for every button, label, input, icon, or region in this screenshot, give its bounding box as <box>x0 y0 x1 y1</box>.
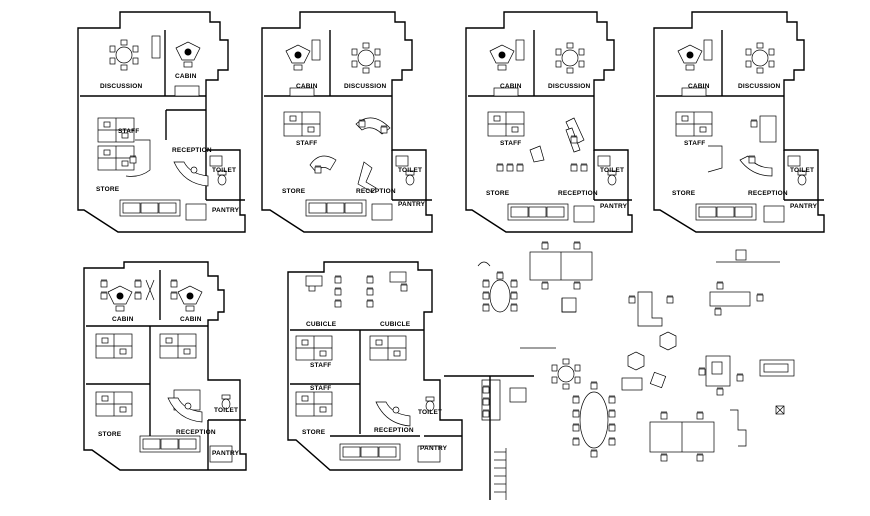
label-pantry: PANTRY <box>420 445 448 452</box>
manager-desk-block <box>698 355 795 396</box>
oval-table-block <box>477 261 518 313</box>
label-cabin: CABIN <box>175 73 197 80</box>
label-staff: STAFF <box>500 140 521 147</box>
label-store: STORE <box>486 190 510 197</box>
label-staff: STAFF <box>310 385 331 392</box>
label-cabin: CABIN <box>688 83 710 90</box>
label-pantry: PANTRY <box>600 203 628 210</box>
label-cabin: CABIN <box>500 83 522 90</box>
label-store: STORE <box>98 431 122 438</box>
furniture-blocks <box>444 241 795 500</box>
lounge-set-block <box>621 331 677 391</box>
label-store: STORE <box>282 188 306 195</box>
label-reception: RECEPTION <box>748 190 788 197</box>
label-discussion: DISCUSSION <box>344 83 387 90</box>
label-cabin: CABIN <box>296 83 318 90</box>
label-toilet: TOILET <box>214 407 238 414</box>
floor-plan-1: DISCUSSION CABIN STAFF RECEPTION TOILET … <box>77 11 246 233</box>
label-store: STORE <box>302 429 326 436</box>
label-pantry: PANTRY <box>212 207 240 214</box>
stair-block <box>444 375 534 500</box>
l-desk-block <box>628 249 780 327</box>
label-discussion: DISCUSSION <box>548 83 591 90</box>
floor-plan-5: CABIN CABIN TOILET RECEPTION STORE PANTR… <box>83 261 247 471</box>
label-pantry: PANTRY <box>212 450 240 457</box>
label-reception: RECEPTION <box>176 429 216 436</box>
label-reception: RECEPTION <box>172 147 212 154</box>
label-toilet: TOILET <box>212 167 236 174</box>
label-toilet: TOILET <box>600 167 624 174</box>
floor-plan-3: CABIN DISCUSSION STAFF TOILET STORE RECE… <box>465 11 633 233</box>
label-cubicle: CUBICLE <box>380 321 411 328</box>
label-cubicle: CUBICLE <box>306 321 337 328</box>
label-reception: RECEPTION <box>356 188 396 195</box>
label-staff: STAFF <box>684 140 705 147</box>
floor-plan-4: CABIN DISCUSSION STAFF TOILET STORE RECE… <box>653 11 825 233</box>
label-pantry: PANTRY <box>790 203 818 210</box>
label-reception: RECEPTION <box>558 190 598 197</box>
label-staff: STAFF <box>296 140 317 147</box>
label-staff: STAFF <box>310 362 331 369</box>
label-store: STORE <box>96 186 120 193</box>
label-discussion: DISCUSSION <box>738 83 781 90</box>
label-store: STORE <box>672 190 696 197</box>
label-staff: STAFF <box>118 128 139 135</box>
label-toilet: TOILET <box>790 167 814 174</box>
desk-pod-block <box>649 405 785 462</box>
label-cabin: CABIN <box>180 316 202 323</box>
floor-plan-6: CUBICLE CUBICLE STAFF STAFF TOILET RECEP… <box>287 261 463 471</box>
label-discussion: DISCUSSION <box>100 83 143 90</box>
label-cabin: CABIN <box>112 316 134 323</box>
floor-plan-2: CABIN DISCUSSION STAFF TOILET STORE RECE… <box>261 11 433 233</box>
double-desk-block <box>529 241 593 313</box>
label-toilet: TOILET <box>398 167 422 174</box>
label-pantry: PANTRY <box>398 201 426 208</box>
label-toilet: TOILET <box>418 409 442 416</box>
conference-block <box>520 347 616 458</box>
label-reception: RECEPTION <box>374 427 414 434</box>
